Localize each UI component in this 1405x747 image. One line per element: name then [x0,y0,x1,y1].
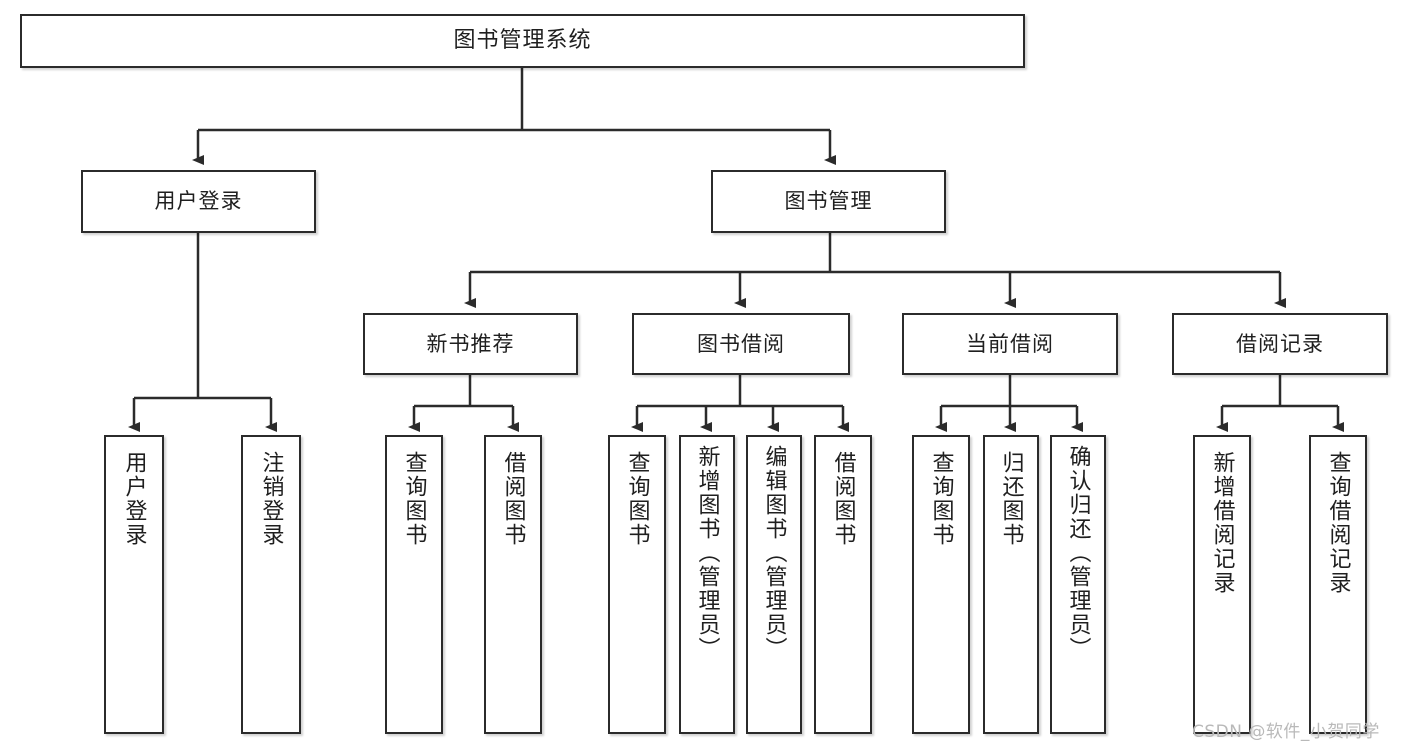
node-leaf-borrow-book-2-label: 借阅图书 [830,451,856,547]
node-leaf-return-book[interactable]: 归还图书 [983,435,1039,734]
node-user-login-label: 用户登录 [154,189,243,214]
node-borrow-record[interactable]: 借阅记录 [1172,313,1388,375]
node-leaf-add-book[interactable]: 新增图书（管理员） [679,435,735,734]
node-leaf-confirm-return-label: 确认归还（管理员） [1065,445,1091,661]
node-leaf-user-login-label: 用户登录 [121,451,147,547]
node-root[interactable]: 图书管理系统 [20,14,1025,68]
node-leaf-query-book-3[interactable]: 查询图书 [912,435,970,734]
node-leaf-add-record[interactable]: 新增借阅记录 [1193,435,1251,734]
node-leaf-query-book-3-label: 查询图书 [928,451,954,547]
node-root-label: 图书管理系统 [453,28,592,54]
watermark: CSDN @软件_小贺同学 [1192,722,1380,742]
node-new-book-recommend[interactable]: 新书推荐 [363,313,578,375]
node-book-borrow-label: 图书借阅 [697,331,785,356]
node-leaf-user-logout-label: 注销登录 [258,451,284,547]
node-user-login[interactable]: 用户登录 [81,170,316,233]
node-leaf-add-book-label: 新增图书（管理员） [694,445,720,661]
node-book-borrow[interactable]: 图书借阅 [632,313,850,375]
node-leaf-user-logout[interactable]: 注销登录 [241,435,301,734]
node-leaf-user-login[interactable]: 用户登录 [104,435,164,734]
node-leaf-borrow-book-2[interactable]: 借阅图书 [814,435,872,734]
node-leaf-query-book-2-label: 查询图书 [624,451,650,547]
node-leaf-borrow-book-1-label: 借阅图书 [500,451,526,547]
node-leaf-query-book-2[interactable]: 查询图书 [608,435,666,734]
node-leaf-edit-book-label: 编辑图书（管理员） [761,445,787,661]
node-leaf-borrow-book-1[interactable]: 借阅图书 [484,435,542,734]
node-leaf-confirm-return[interactable]: 确认归还（管理员） [1050,435,1106,734]
node-new-book-recommend-label: 新书推荐 [426,331,515,356]
node-leaf-add-record-label: 新增借阅记录 [1209,451,1235,595]
node-leaf-return-book-label: 归还图书 [998,451,1024,547]
node-current-borrow-label: 当前借阅 [966,331,1054,356]
node-book-manage[interactable]: 图书管理 [711,170,946,233]
node-leaf-edit-book[interactable]: 编辑图书（管理员） [746,435,802,734]
node-current-borrow[interactable]: 当前借阅 [902,313,1118,375]
node-leaf-query-book-1-label: 查询图书 [401,451,427,547]
node-leaf-query-book-1[interactable]: 查询图书 [385,435,443,734]
node-leaf-query-record-label: 查询借阅记录 [1325,451,1351,595]
node-book-manage-label: 图书管理 [784,189,873,214]
node-leaf-query-record[interactable]: 查询借阅记录 [1309,435,1367,734]
node-borrow-record-label: 借阅记录 [1236,331,1324,356]
